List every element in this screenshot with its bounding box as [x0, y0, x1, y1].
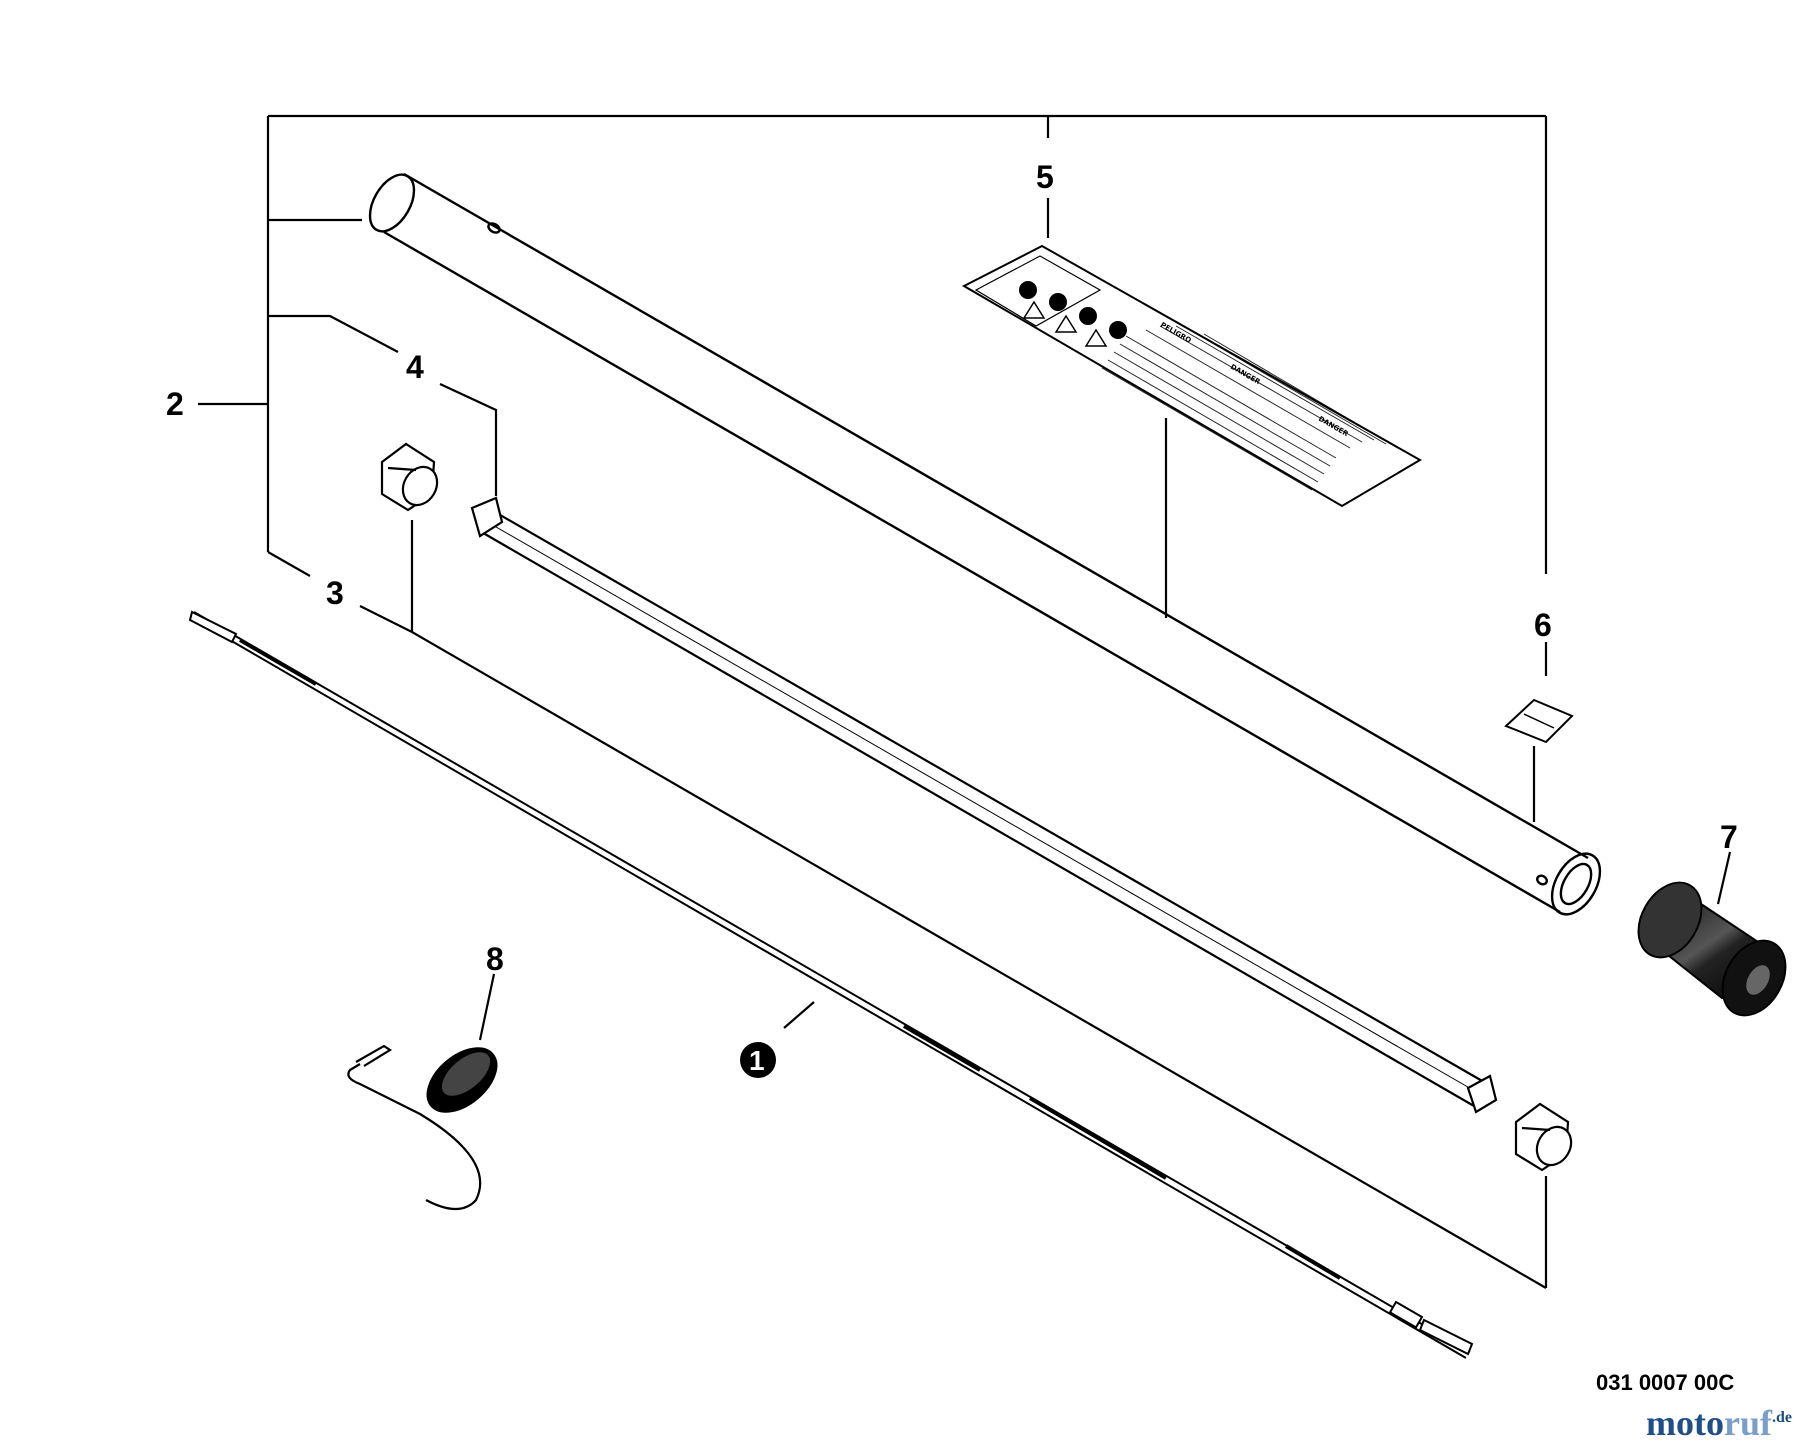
- callout-8: 8: [486, 941, 504, 977]
- callout-3: 3: [326, 575, 344, 611]
- drawing-code: 031 0007 00C: [1596, 1370, 1735, 1395]
- plug-part: [1504, 698, 1574, 744]
- callout-4: 4: [406, 349, 424, 385]
- grip-sleeve: [1637, 881, 1787, 1017]
- warning-decal: DANGER DANGER PELIGRO: [961, 244, 1422, 508]
- watermark-part-2: ruf: [1723, 1403, 1772, 1443]
- lower-bushing: [1514, 1102, 1573, 1172]
- watermark: motoruf.de: [1646, 1402, 1792, 1444]
- hanger-hook: [347, 1044, 498, 1211]
- upper-bushing: [380, 442, 439, 512]
- watermark-suffix: .de: [1771, 1409, 1792, 1426]
- drive-shaft-tube: [368, 172, 1602, 916]
- callout-6: 6: [1534, 607, 1552, 643]
- shaft-liner: [470, 496, 1498, 1114]
- flex-drive-shaft: [188, 610, 1474, 1359]
- callout-5: 5: [1036, 159, 1054, 195]
- callout-7: 7: [1720, 819, 1738, 855]
- callout-1-circle: [740, 1042, 776, 1078]
- callout-bracket-lines: [198, 114, 1732, 1289]
- callout-1: 1: [749, 1045, 765, 1076]
- callout-2: 2: [166, 386, 184, 422]
- watermark-part-1: moto: [1646, 1403, 1724, 1443]
